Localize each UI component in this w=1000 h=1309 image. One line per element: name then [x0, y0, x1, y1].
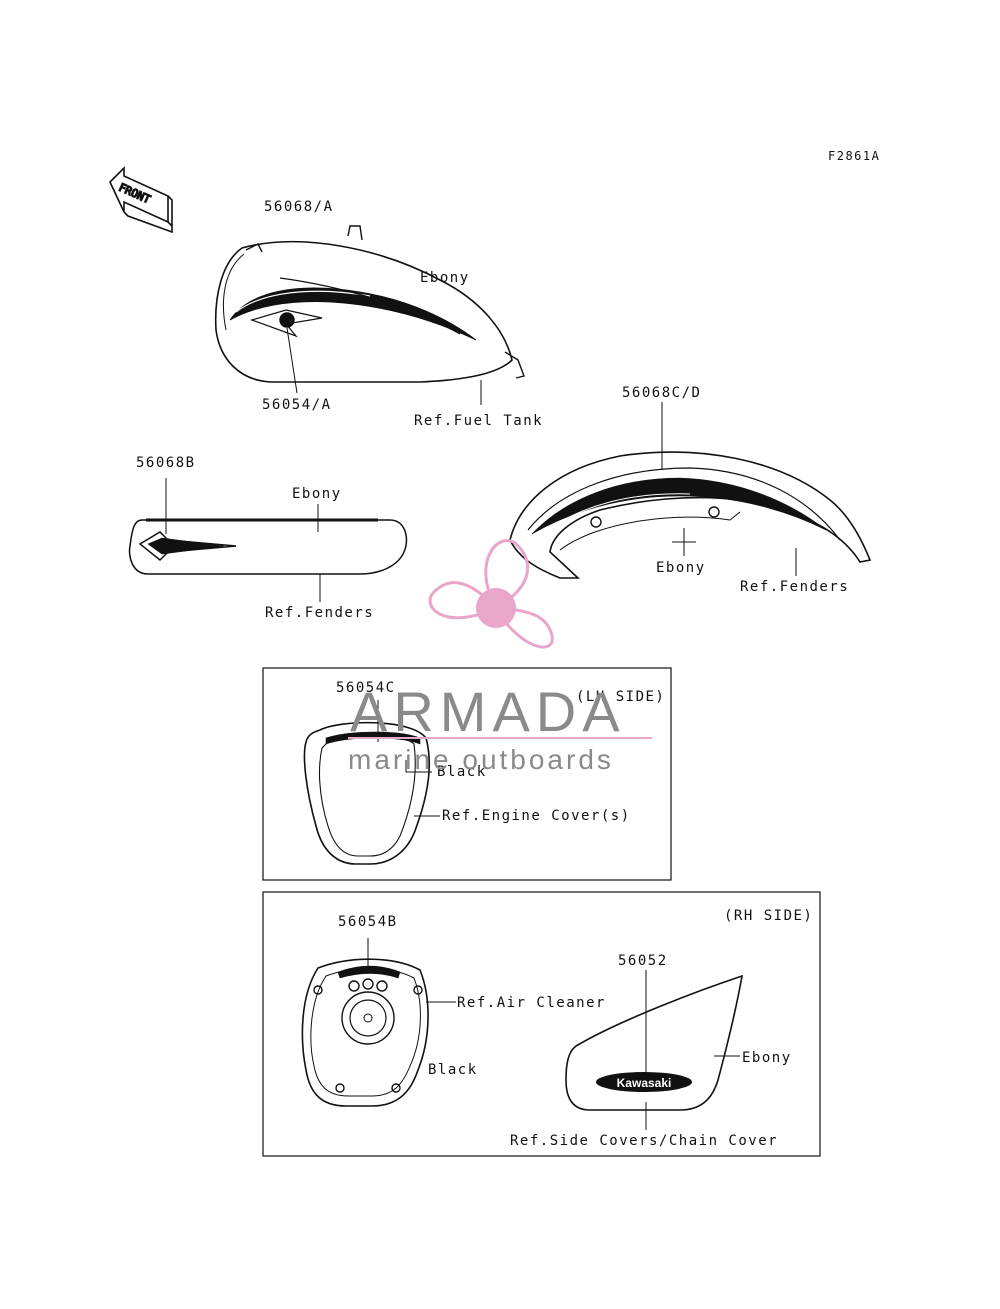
air-cleaner-drawing: [301, 938, 456, 1107]
air-cleaner-ref-label: Ref.Air Cleaner: [457, 995, 606, 1011]
propeller-logo-icon: [348, 539, 652, 739]
air-cleaner-color-label: Black: [428, 1062, 478, 1078]
rear-fender-ref-label: Ref.Fenders: [740, 579, 850, 595]
tank-emblem-part-number: 56054/A: [262, 397, 332, 413]
lh-color-label: Black: [437, 764, 487, 780]
front-fender-color-label: Ebony: [292, 486, 342, 502]
tank-ref-label: Ref.Fuel Tank: [414, 413, 544, 429]
rear-fender-drawing: [509, 402, 872, 579]
tank-part-number: 56068/A: [264, 199, 334, 215]
air-cleaner-part-number: 56054B: [338, 914, 398, 930]
front-fender-ref-label: Ref.Fenders: [265, 605, 375, 621]
fuel-tank-drawing: [214, 225, 525, 405]
lh-ref-label: Ref.Engine Cover(s): [442, 808, 631, 824]
side-cover-drawing: [565, 970, 744, 1130]
side-cover-part-number: 56052: [618, 953, 668, 969]
watermark-title: ARMADA: [350, 680, 626, 743]
lh-engine-cover-part-number: 56054C: [336, 680, 396, 696]
rh-side-heading: (RH SIDE): [724, 908, 814, 924]
front-fender-drawing: [128, 478, 408, 602]
rh-side-frame: [262, 891, 821, 1157]
front-fender-part-number: 56068B: [136, 455, 196, 471]
kawasaki-badge: Kawasaki: [596, 1072, 692, 1092]
watermark-subtitle: marine outboards: [348, 744, 614, 775]
kawasaki-badge-label: Kawasaki: [617, 1076, 672, 1090]
rear-fender-part-number: 56068C/D: [622, 385, 702, 401]
rear-fender-color-label: Ebony: [656, 560, 706, 576]
side-cover-ref-label: Ref.Side Covers/Chain Cover: [510, 1133, 779, 1149]
figure-code: F2861A: [828, 149, 881, 163]
lh-side-frame: [262, 667, 672, 881]
tank-color-label: Ebony: [420, 270, 470, 286]
lh-side-heading: (LH SIDE): [576, 689, 666, 705]
side-cover-color-label: Ebony: [742, 1050, 792, 1066]
front-arrow-icon: FRONT: [109, 166, 173, 234]
